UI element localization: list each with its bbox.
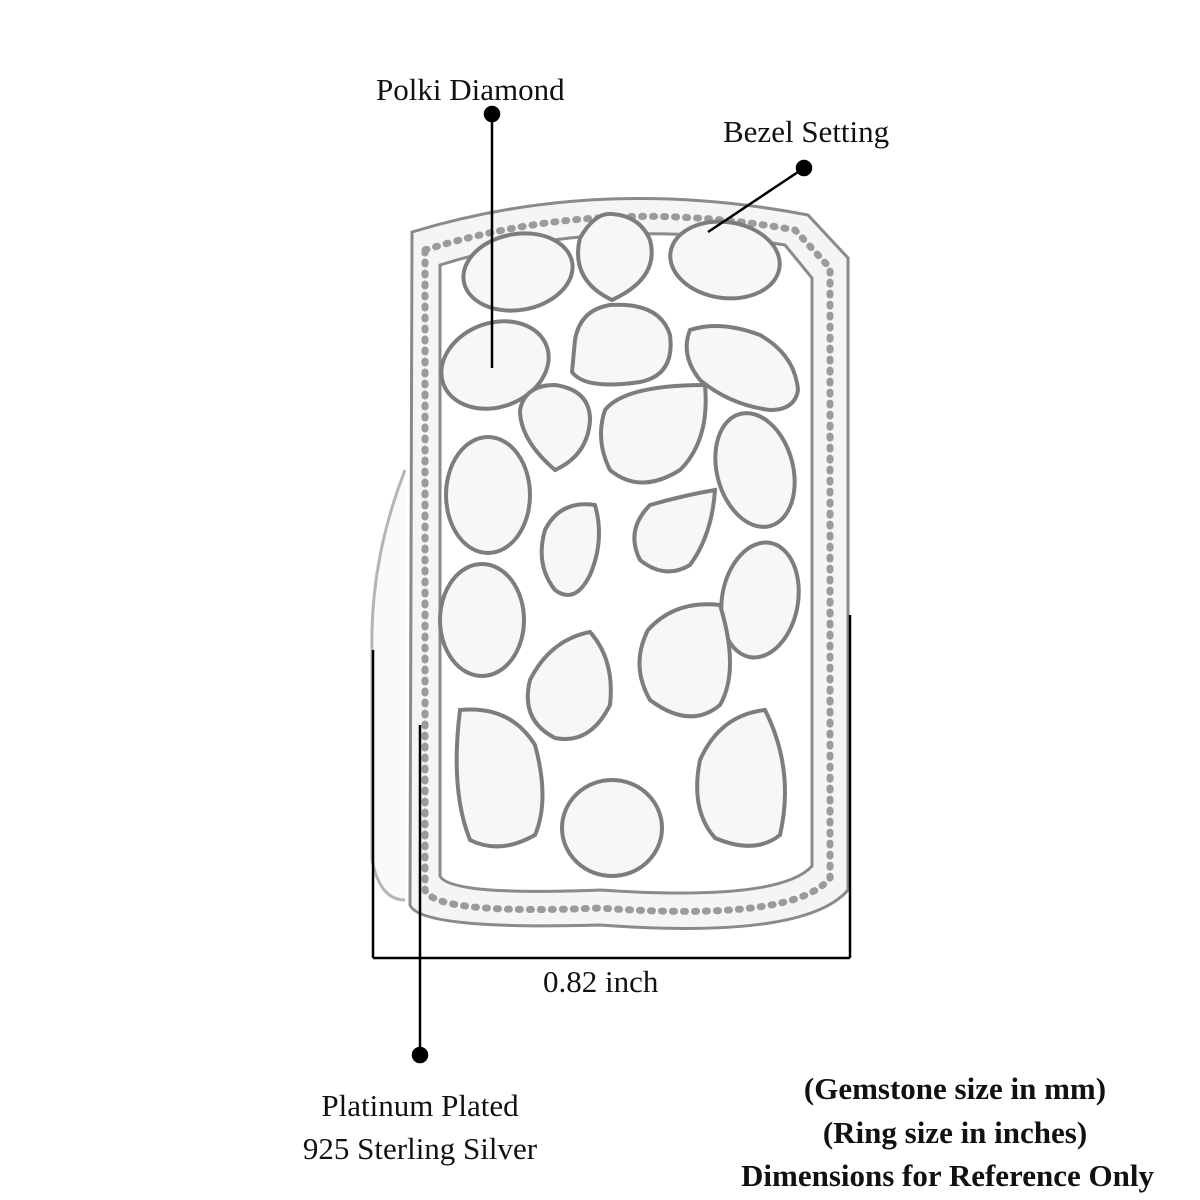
metal-label-line1: Platinum Plated bbox=[321, 1088, 519, 1123]
bezel-leader-dot bbox=[795, 159, 813, 177]
polki-stone bbox=[719, 540, 801, 660]
polki-stone bbox=[525, 629, 613, 741]
polki-stone bbox=[632, 487, 718, 574]
polki-stone-cluster bbox=[438, 211, 801, 878]
annotation-leaders bbox=[411, 105, 813, 1064]
metal-leader-dot bbox=[411, 1046, 429, 1064]
polki-diamond-label: Polki Diamond bbox=[376, 72, 565, 107]
polki-stone bbox=[539, 502, 601, 597]
polki-leader-dot bbox=[483, 105, 501, 123]
polki-stone bbox=[668, 219, 782, 301]
width-dimension-label: 0.82 inch bbox=[543, 964, 659, 999]
polki-stone bbox=[637, 602, 732, 719]
note-ring-size: (Ring size in inches) bbox=[822, 1115, 1088, 1150]
polki-stone bbox=[684, 324, 801, 413]
bezel-setting-label: Bezel Setting bbox=[723, 114, 890, 149]
polki-stone bbox=[444, 435, 532, 555]
polki-stone bbox=[560, 778, 664, 878]
polki-stone bbox=[461, 231, 575, 313]
milgrain-border bbox=[421, 212, 834, 915]
polki-stone bbox=[599, 382, 708, 485]
polki-stone bbox=[517, 382, 593, 473]
ring-shank bbox=[370, 469, 407, 902]
polki-stone bbox=[713, 411, 797, 529]
polki-stone bbox=[576, 211, 654, 303]
polki-stone bbox=[438, 562, 526, 678]
metal-label-line2: 925 Sterling Silver bbox=[302, 1131, 538, 1166]
polki-stone bbox=[439, 319, 551, 411]
note-gemstone-size: (Gemstone size in mm) bbox=[803, 1071, 1107, 1106]
note-dimensions-reference: Dimensions for Reference Only bbox=[741, 1158, 1154, 1193]
polki-stone bbox=[695, 707, 787, 848]
polki-stone bbox=[454, 707, 545, 849]
polki-stone bbox=[569, 302, 673, 387]
bezel-leader-line bbox=[707, 166, 805, 234]
width-dimension-bracket bbox=[371, 615, 852, 960]
